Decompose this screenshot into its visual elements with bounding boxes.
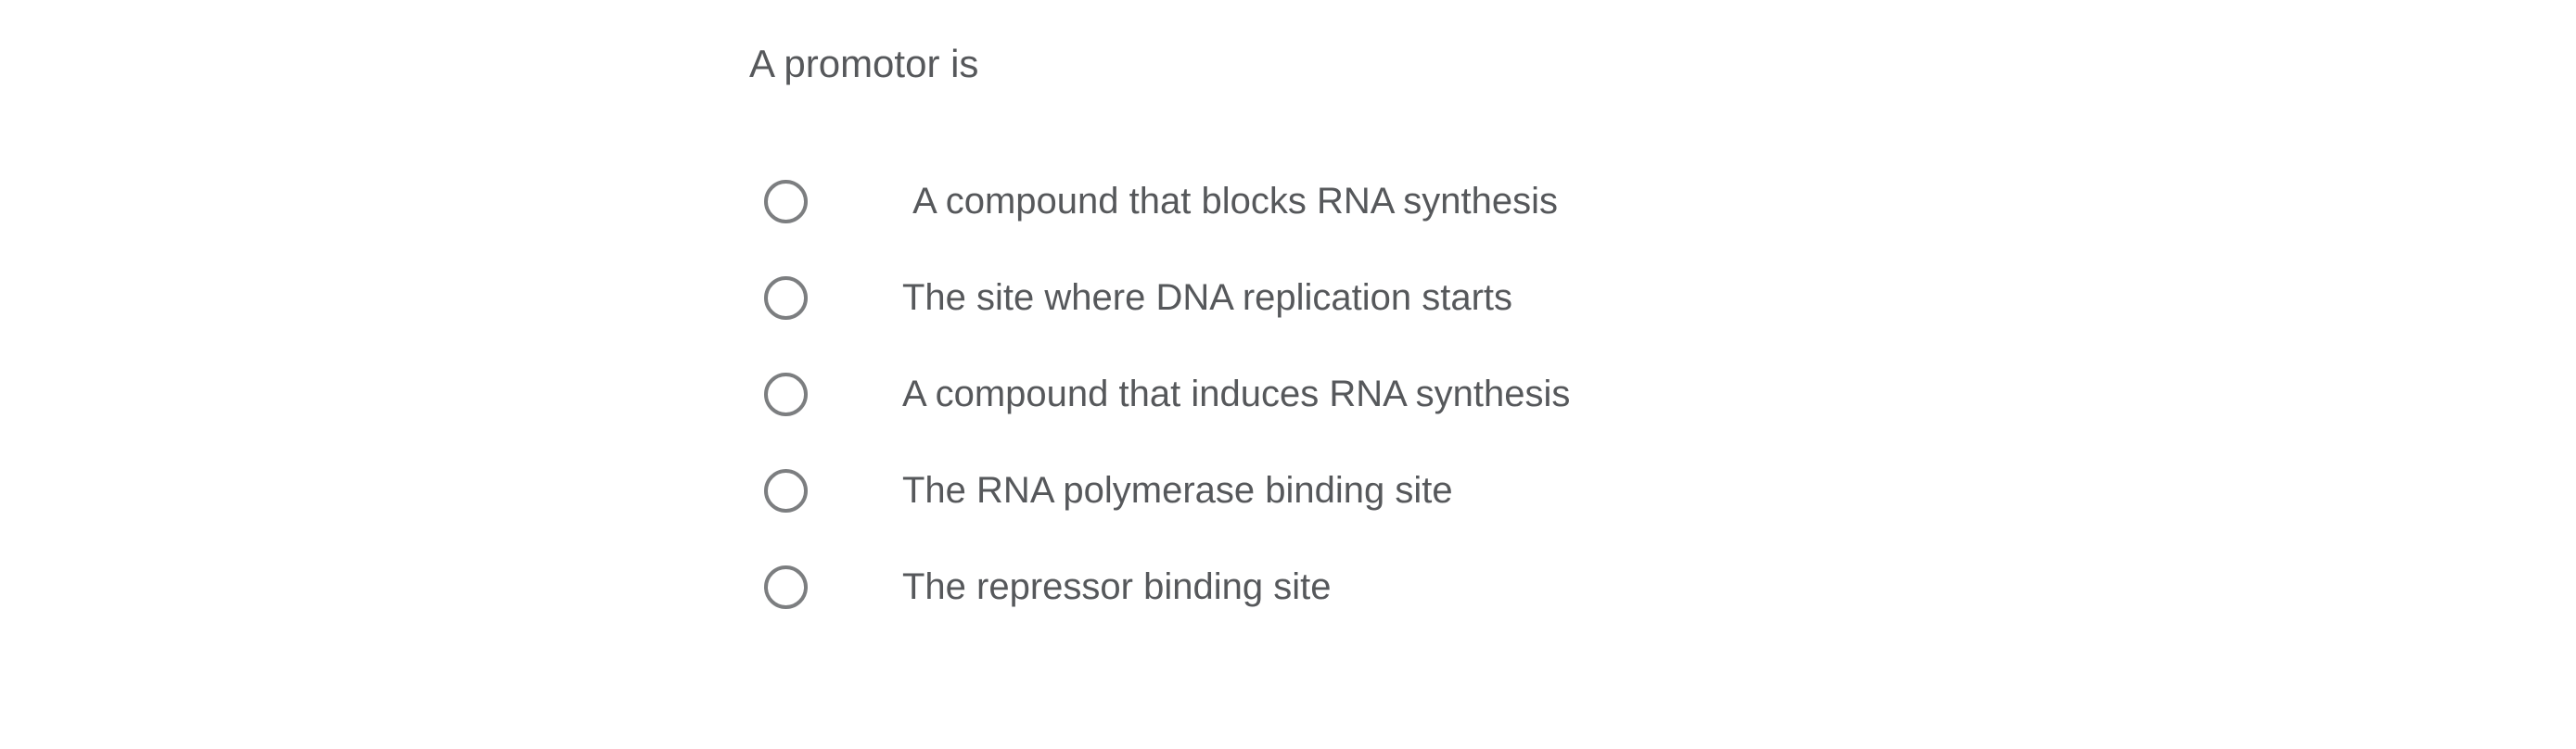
option-row[interactable]: A compound that blocks RNA synthesis xyxy=(764,179,1570,223)
option-label: The repressor binding site xyxy=(902,566,1332,607)
option-row[interactable]: The repressor binding site xyxy=(764,565,1570,609)
option-label: A compound that induces RNA synthesis xyxy=(902,374,1571,414)
option-label: A compound that blocks RNA synthesis xyxy=(902,181,1559,222)
radio-button-icon[interactable] xyxy=(764,468,808,513)
option-row[interactable]: The site where DNA replication starts xyxy=(764,275,1570,320)
question-title: A promotor is xyxy=(749,42,979,85)
option-label: The RNA polymerase binding site xyxy=(902,470,1453,511)
option-row[interactable]: A compound that induces RNA synthesis xyxy=(764,372,1570,416)
option-label: The site where DNA replication starts xyxy=(902,277,1513,318)
radio-button-icon[interactable] xyxy=(764,565,808,609)
option-row[interactable]: The RNA polymerase binding site xyxy=(764,468,1570,513)
radio-button-icon[interactable] xyxy=(764,179,808,223)
radio-button-icon[interactable] xyxy=(764,275,808,320)
radio-button-icon[interactable] xyxy=(764,372,808,416)
options-list: A compound that blocks RNA synthesis The… xyxy=(764,179,1570,609)
